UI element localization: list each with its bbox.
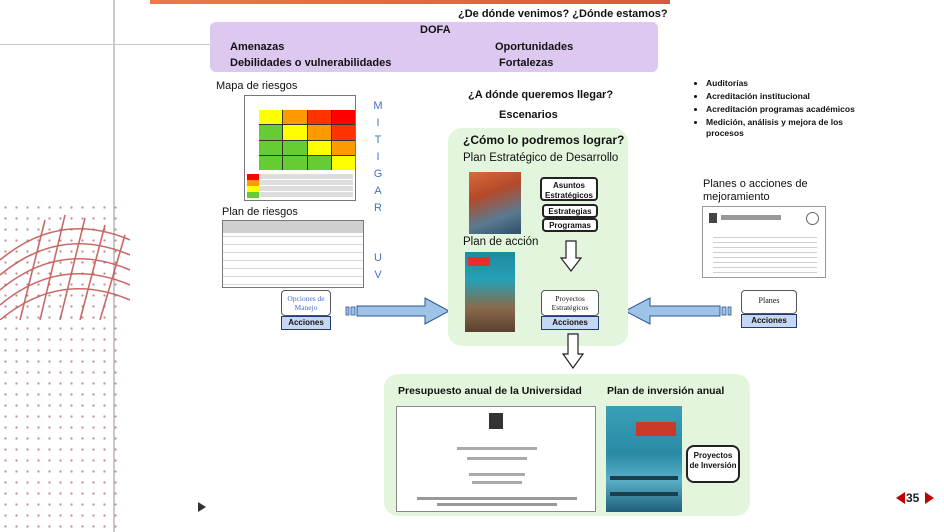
bullet-item: Medición, análisis y mejora de los proce… — [706, 117, 876, 139]
arrow-down-programs — [560, 240, 582, 272]
budget-document-image — [396, 406, 596, 512]
proyectos-estrategicos-box: Proyectos Estratégicos — [541, 290, 599, 316]
dofa-title: DOFA — [420, 24, 451, 36]
question-llegar: ¿A dónde queremos llegar? — [468, 89, 614, 101]
bottom-mark — [198, 502, 206, 512]
escenarios-label: Escenarios — [499, 109, 558, 121]
mitigar-letter: T — [374, 134, 382, 146]
page-number: 35 — [906, 491, 920, 505]
plan-estrategico-label: Plan Estratégico de Desarrollo — [463, 152, 619, 164]
mitigar-letter: A — [374, 185, 382, 197]
acciones-right: Acciones — [741, 314, 797, 328]
next-slide-arrow-icon[interactable] — [925, 492, 934, 504]
question-lograr: ¿Cómo lo podremos lograr? — [463, 133, 625, 147]
question-where: ¿De dónde venimos? ¿Dónde estamos? — [458, 8, 668, 20]
acciones-center: Acciones — [541, 316, 599, 330]
plan-inversion-label: Plan de inversión anual — [607, 385, 725, 397]
risk-map-image — [244, 95, 356, 201]
opciones-manejo-box: Opciones de Manejo — [281, 290, 331, 316]
improvement-plan-image — [702, 206, 826, 278]
uv-letter: V — [374, 269, 382, 281]
mitigar-letter: R — [374, 202, 382, 214]
cut-off-title-bar — [150, 0, 670, 4]
strategic-plan-cover-image — [469, 172, 521, 234]
risk-plan-image — [222, 220, 364, 288]
investment-plan-cover-image — [606, 406, 682, 512]
asuntos-box: Asuntos Estratégicos — [540, 177, 598, 201]
arrow-right-to-center — [623, 297, 732, 325]
decorative-red-net — [0, 214, 130, 320]
dofa-oportunidades: Oportunidades — [495, 41, 574, 53]
proyectos-inversion-box: Proyectos de Inversión — [686, 445, 740, 483]
mitigar-letter: M — [373, 100, 383, 112]
audit-bullet-list: Auditorías Acreditación institucional Ac… — [692, 78, 876, 139]
dofa-fortalezas: Fortalezas — [499, 57, 554, 69]
uv-letter: U — [374, 252, 382, 264]
planes-box: Planes — [741, 290, 797, 314]
presupuesto-label: Presupuesto anual de la Universidad — [398, 385, 582, 397]
plan-accion-label: Plan de acción — [463, 236, 539, 248]
dofa-box — [210, 22, 658, 72]
bullet-item: Acreditación institucional — [706, 91, 876, 102]
decorative-horizontal-line — [0, 44, 210, 45]
mitigar-letter: I — [376, 117, 380, 129]
programas-box: Programas — [542, 218, 598, 232]
action-plan-cover-image — [465, 252, 515, 332]
prev-slide-arrow-icon[interactable] — [896, 492, 905, 504]
arrow-down-to-budget — [562, 333, 584, 369]
plan-riesgos-label: Plan de riesgos — [222, 206, 298, 218]
arrow-left-to-center — [345, 297, 451, 325]
mitigar-letter: G — [373, 168, 383, 180]
estrategias-box: Estrategias — [542, 204, 598, 218]
decorative-dot-pattern — [0, 202, 125, 532]
dofa-amenazas: Amenazas — [230, 41, 285, 53]
acciones-left: Acciones — [281, 316, 331, 330]
mitigar-letter: I — [376, 151, 380, 163]
dofa-debilidades: Debilidades o vulnerabilidades — [230, 57, 392, 69]
bullet-item: Auditorías — [706, 78, 876, 89]
planes-mejoramiento-label: Planes o acciones de mejoramiento — [703, 178, 808, 203]
bullet-item: Acreditación programas académicos — [706, 104, 876, 115]
mapa-riesgos-label: Mapa de riesgos — [216, 80, 298, 92]
